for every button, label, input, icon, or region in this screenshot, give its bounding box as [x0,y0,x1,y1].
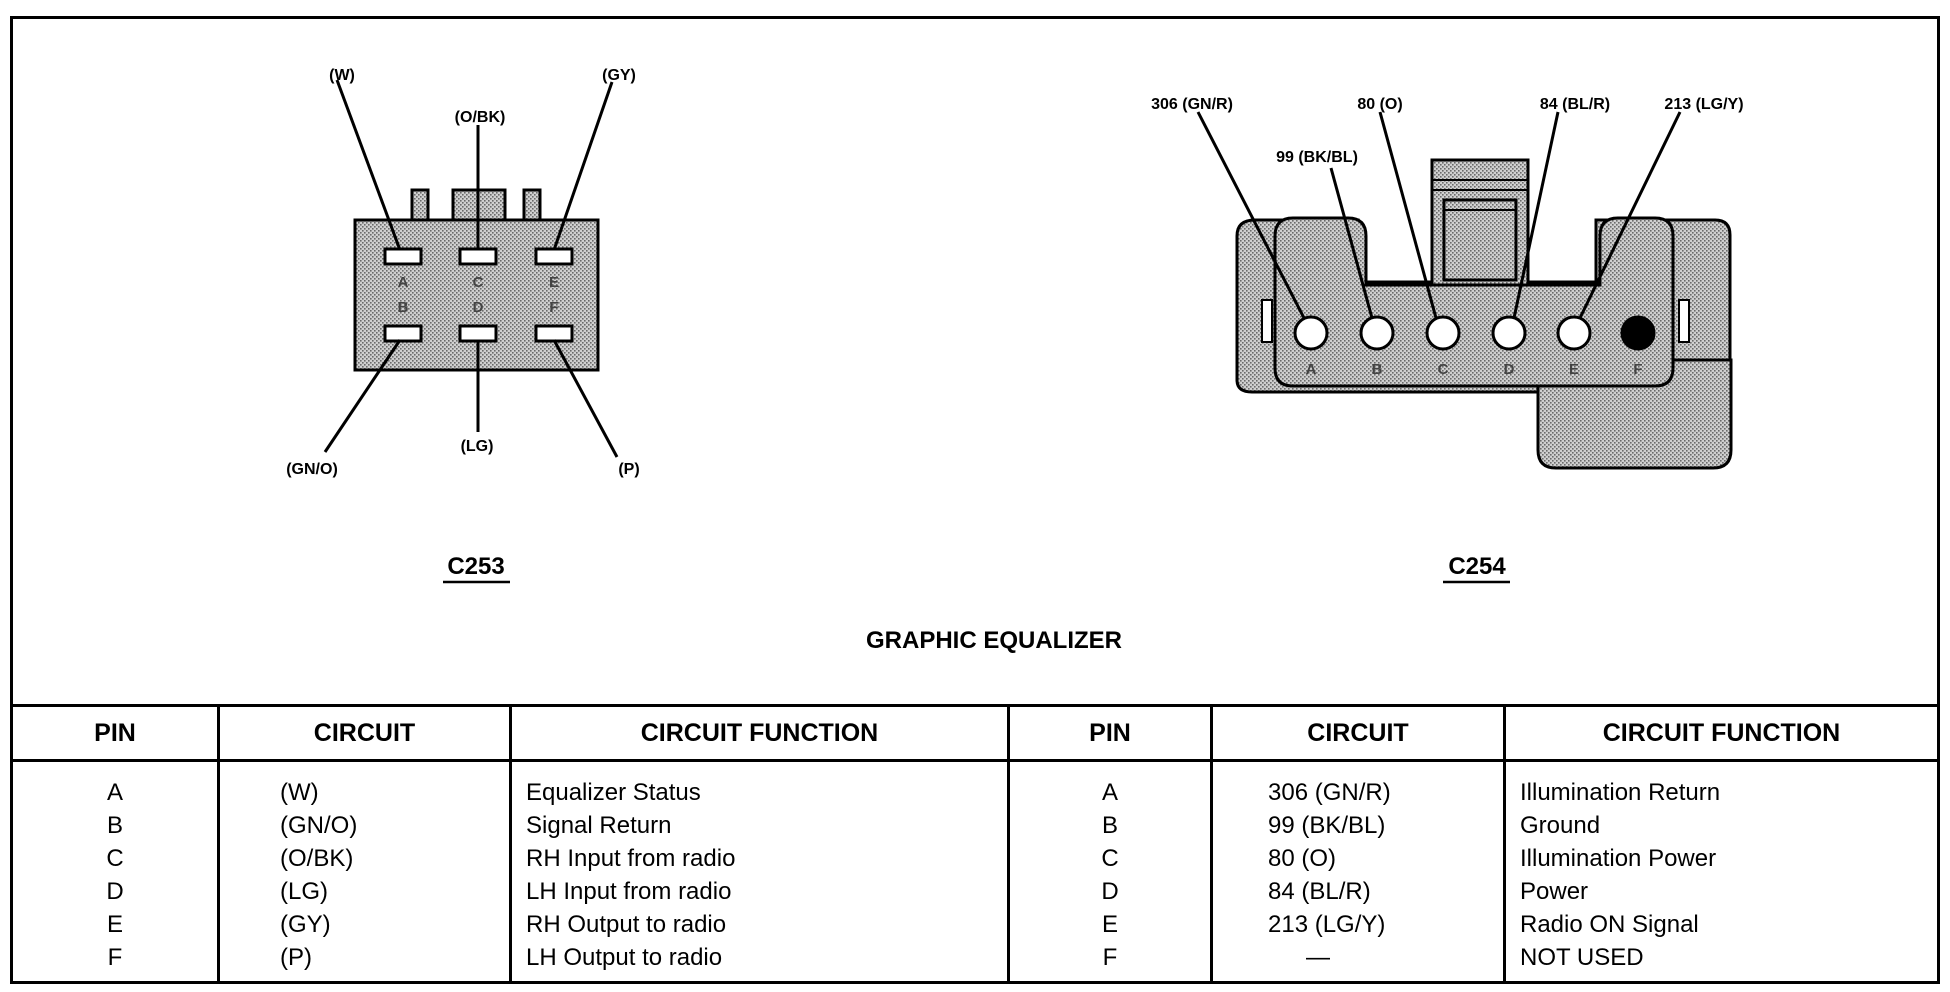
table-cell: Signal Return [526,812,672,839]
table-cell: F [107,944,123,971]
c254-pin-letter: B [1372,361,1383,378]
c253-pin-letter: C [473,274,484,291]
c253-wire-label-gy: (GY) [602,67,636,84]
c253-wire-label-gn-o: (GN/O) [286,461,338,478]
c253-tab-right [522,188,542,222]
table-cell: A [1101,779,1118,806]
table-cell: (GN/O) [280,812,358,839]
c254-wire-label-b: 99 (BK/BL) [1276,149,1358,166]
c253-slot-f [534,324,574,343]
table-cell: (GY) [280,911,331,938]
table-cell: C [106,845,124,872]
table-cell: B [106,812,123,839]
table-cell: C [1101,845,1119,872]
table-cell: E [106,911,123,938]
c254-wire-label-a: 306 (GN/R) [1151,96,1233,113]
table-cell: 80 (O) [1268,845,1337,872]
table-cell: Power [1520,878,1589,905]
table-cell: (P) [280,944,312,971]
left-function-column: Equalizer Status Signal Return RH Input … [509,760,1010,984]
c254-leader-lines [1196,111,1682,319]
table-cell: B [1101,812,1118,839]
table-cell: E [1101,911,1118,938]
c254-cavity-f [1620,315,1656,351]
c253-slot-e [534,247,574,266]
table-cell: Radio ON Signal [1520,911,1699,938]
c253-pin-letter: D [473,299,484,316]
c253-leader-lines [323,79,619,458]
c254-cavity-a [1293,315,1329,351]
c254-pin-letter: A [1306,361,1317,378]
header-circuit: CIRCUIT [1210,704,1506,762]
c254-connector-name: C254 [1448,553,1506,580]
c253-slot-d [458,324,498,343]
c254-latch-window [1442,198,1518,282]
diagram-frame [10,16,1940,984]
c254-cavity-d [1491,315,1527,351]
c253-pin-letter: B [398,299,409,316]
header-pin: PIN [1007,704,1213,762]
table-cell: (LG) [280,878,328,905]
header-circuit-function: CIRCUIT FUNCTION [509,704,1010,762]
pinout-table: PIN CIRCUIT CIRCUIT FUNCTION PIN CIRCUIT… [10,704,1940,984]
right-pin-column: A B C D E F [1007,760,1213,984]
left-pin-column: A B C D E F [10,760,220,984]
left-circuit-column: (W) (GN/O) (O/BK) (LG) (GY) (P) [217,760,512,984]
c253-slot-c [458,247,498,266]
table-cell: D [1101,878,1119,905]
table-cell: LH Output to radio [526,944,723,971]
table-cell: 306 (GN/R) [1268,779,1391,806]
c253-wire-label-lg: (LG) [461,438,494,455]
c254-wire-label-e: 213 (LG/Y) [1664,96,1743,113]
right-function-column: Illumination Return Ground Illumination … [1503,760,1940,984]
table-cell: Ground [1520,812,1601,839]
c254-right-rib [1678,299,1690,343]
table-cell: D [106,878,124,905]
table-cell: 99 (BK/BL) [1268,812,1386,839]
table-cell: (O/BK) [280,845,354,872]
c254-pin-letter: C [1438,361,1449,378]
header-circuit-function: CIRCUIT FUNCTION [1503,704,1940,762]
c254-pin-letter: F [1633,361,1642,378]
c253-wire-label-p: (P) [618,461,639,478]
table-cell: RH Output to radio [526,911,727,938]
c254-pin-letter: D [1504,361,1515,378]
c253-wire-label-o-bk: (O/BK) [455,109,506,126]
table-cell: Equalizer Status [526,779,701,806]
c254-cavity-e [1556,315,1592,351]
connector-diagram: A C E B D F (W) (O/BK) (GY) (GN/O) (LG) … [286,67,1743,654]
c254-wire-label-c: 80 (O) [1357,96,1402,113]
table-cell: NOT USED [1520,944,1644,971]
header-circuit: CIRCUIT [217,704,512,762]
c254-pin-letter: E [1569,361,1579,378]
table-cell: RH Input from radio [526,845,736,872]
c254-cavity-b [1359,315,1395,351]
table-cell: A [106,779,123,806]
table-cell: Illumination Power [1520,845,1717,872]
table-cell: F [1102,944,1118,971]
table-cell: — [1306,944,1330,971]
c254-connector: A B C D E F [1235,158,1733,470]
c253-wire-label-w: (W) [329,67,355,84]
table-cell: 213 (LG/Y) [1268,911,1386,938]
c254-cavity-c [1425,315,1461,351]
c254-left-rib [1261,299,1273,343]
diagram-title: GRAPHIC EQUALIZER [866,627,1122,654]
table-cell: Illumination Return [1520,779,1721,806]
c253-pin-letter: E [549,274,559,291]
table-cell: LH Input from radio [526,878,732,905]
header-pin: PIN [10,704,220,762]
table-cell: 84 (BL/R) [1268,878,1371,905]
c253-slot-a [383,247,423,266]
table-cell: (W) [280,779,319,806]
table-row: A B C D E F (W) (GN/O) (O/BK) (LG) (GY) … [10,760,1940,984]
table-header-row: PIN CIRCUIT CIRCUIT FUNCTION PIN CIRCUIT… [10,704,1940,762]
c253-tab-left [410,188,430,222]
c253-pin-letter: F [549,299,558,316]
c254-wire-label-d: 84 (BL/R) [1540,96,1610,113]
c253-pin-letter: A [398,274,409,291]
c253-connector-name: C253 [447,553,504,580]
c253-slot-b [383,324,423,343]
right-circuit-column: 306 (GN/R) 99 (BK/BL) 80 (O) 84 (BL/R) 2… [1210,760,1506,984]
